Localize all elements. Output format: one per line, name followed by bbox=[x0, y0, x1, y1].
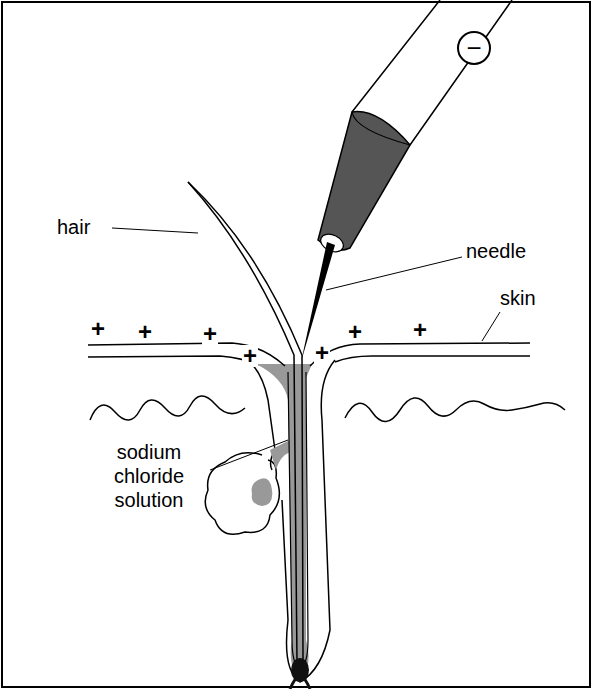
probe-grip-edge bbox=[352, 112, 410, 145]
probe-grip bbox=[318, 112, 410, 251]
leader-line bbox=[326, 257, 462, 290]
part-label: needle bbox=[466, 240, 526, 263]
leader-line bbox=[210, 440, 288, 470]
charge-sign: + bbox=[90, 318, 106, 340]
part-label: sodium chloride solution bbox=[94, 440, 204, 512]
skin-surface bbox=[88, 343, 285, 366]
skin-surface bbox=[88, 356, 258, 366]
hair-shaft bbox=[188, 182, 303, 662]
minus-sign: − bbox=[466, 35, 481, 61]
part-label: hair bbox=[57, 216, 90, 239]
charge-sign: + bbox=[412, 319, 428, 341]
charge-sign: + bbox=[347, 321, 363, 343]
polarity-symbol: − bbox=[457, 31, 491, 65]
charge-sign: + bbox=[314, 342, 330, 364]
sebaceous-gland bbox=[205, 453, 279, 535]
gland-solution bbox=[252, 478, 273, 506]
hair-shaft bbox=[188, 182, 297, 662]
part-label: skin bbox=[500, 287, 536, 310]
charge-sign: + bbox=[137, 321, 153, 343]
papilla bbox=[290, 678, 310, 689]
skin-surface bbox=[310, 343, 530, 366]
hair-bulb bbox=[291, 658, 309, 682]
follicle-sheath bbox=[245, 358, 335, 682]
dermis-line bbox=[345, 398, 565, 422]
leader-line bbox=[112, 228, 198, 233]
gland-duct bbox=[270, 440, 290, 470]
charge-sign: + bbox=[202, 323, 218, 345]
charge-sign: + bbox=[242, 345, 258, 367]
leader-line bbox=[482, 312, 500, 341]
inner-sheath bbox=[288, 372, 308, 670]
dermis-line bbox=[90, 396, 245, 420]
skin-surface bbox=[335, 356, 530, 362]
